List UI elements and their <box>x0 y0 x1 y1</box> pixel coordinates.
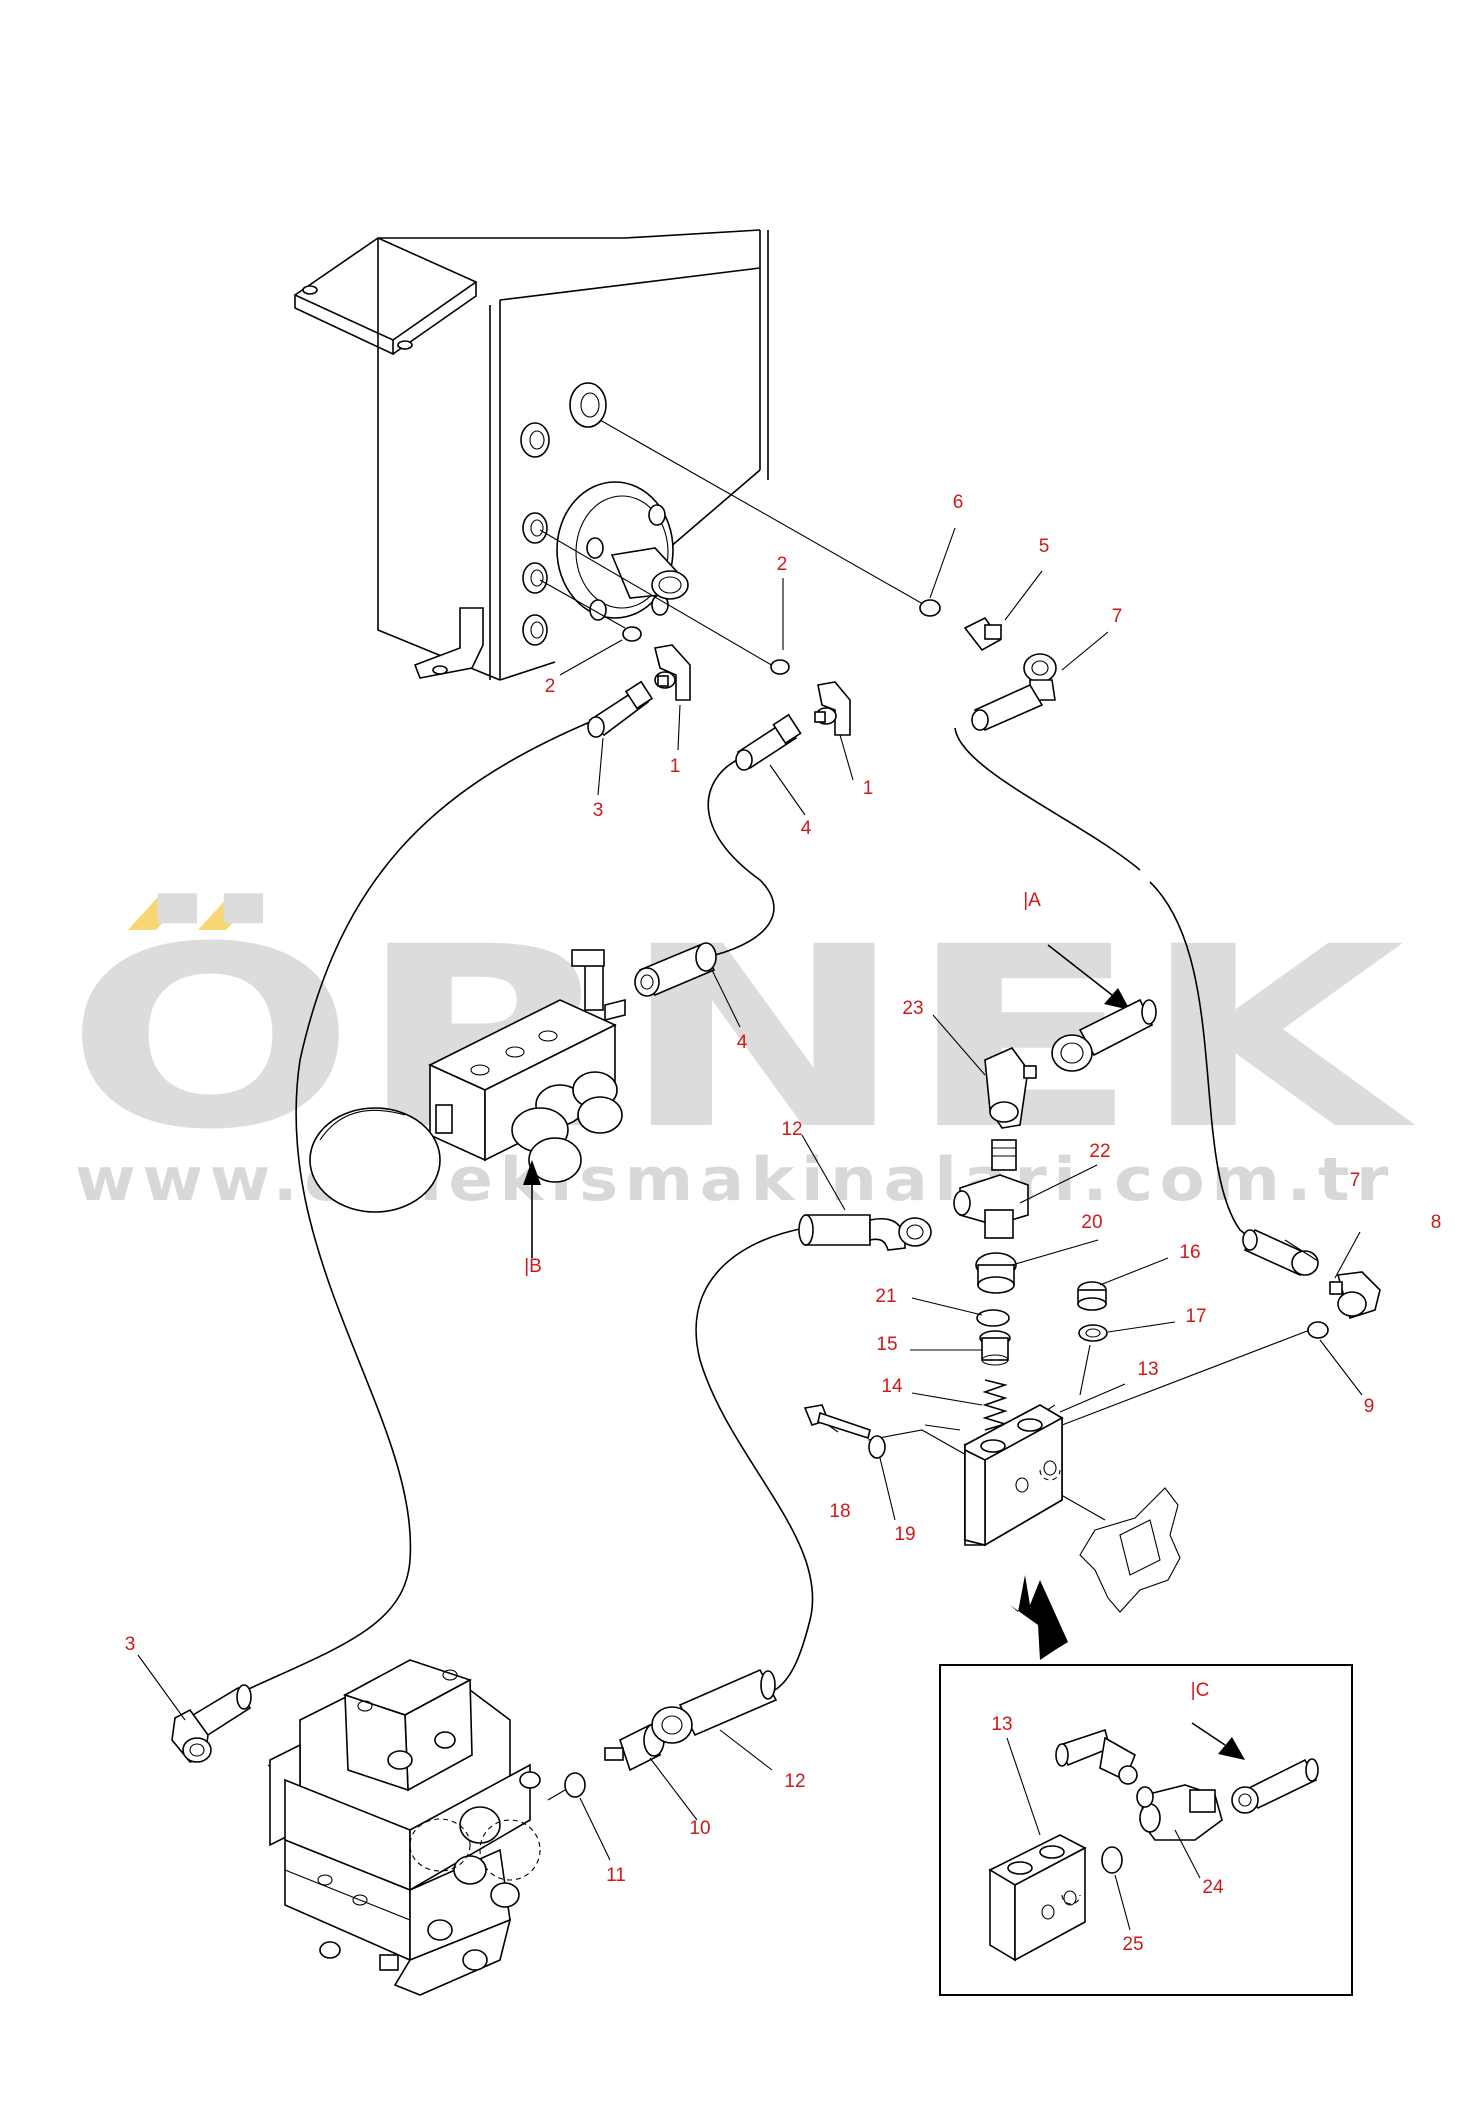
washer-17 <box>1078 1324 1108 1342</box>
o-ring-2-left <box>622 626 642 642</box>
callout-23: 23 <box>902 998 923 1019</box>
elbow-fitting-8 <box>1329 1271 1381 1320</box>
hose-end-7-lower <box>1242 1228 1319 1277</box>
callout-21: 21 <box>875 1286 896 1307</box>
callout-1-center: 1 <box>863 778 874 799</box>
callout-22: 22 <box>1089 1141 1110 1162</box>
tee-fitting-24 <box>1136 1784 1223 1841</box>
watermark-accent-right <box>198 897 256 930</box>
adapter-fitting-20 <box>975 1252 1017 1294</box>
callout-11: 11 <box>606 1865 626 1886</box>
callout-leaders <box>137 527 1363 1931</box>
callout-12-lower: 12 <box>784 1771 805 1792</box>
hose-end-4-lower <box>634 942 717 997</box>
callout-3-lower: 3 <box>125 1634 136 1655</box>
detail-view-c <box>939 1664 1353 1996</box>
o-ring-6 <box>919 599 941 617</box>
callout-3-upper: 3 <box>593 800 604 821</box>
hose-end-12-lower <box>651 1668 778 1744</box>
view-label-b: |B <box>524 1256 542 1277</box>
callout-5: 5 <box>1039 536 1050 557</box>
callout-16: 16 <box>1179 1242 1200 1263</box>
callout-4-lower: 4 <box>737 1032 748 1053</box>
hose-end-3-upper <box>587 680 654 738</box>
valve-assembly-b <box>309 942 717 1258</box>
watermark-url: www.ornekismakinalari.com.tr <box>75 1145 1395 1215</box>
watermark: ÖRNEK www.ornekismakinalari.com.tr <box>65 893 1416 1215</box>
hose-end-4-upper <box>735 713 802 771</box>
callout-labels: 6 5 7 2 2 1 3 1 4 4 |A 23 22 12 20 |B 16… <box>125 492 1442 1955</box>
o-ring-9 <box>1307 1321 1329 1339</box>
callout-25: 25 <box>1122 1934 1143 1955</box>
callout-1-left: 1 <box>670 756 681 777</box>
tank-flange <box>556 481 689 621</box>
seat-fitting-15 <box>979 1330 1011 1366</box>
o-ring-11 <box>564 1772 586 1798</box>
watermark-accent-left <box>128 897 186 930</box>
callout-9: 9 <box>1364 1396 1375 1417</box>
callout-20: 20 <box>1081 1212 1102 1233</box>
detail-c-frame <box>939 1664 1353 1996</box>
hose-end-3-lower <box>171 1684 252 1763</box>
o-ring-25 <box>1101 1846 1123 1874</box>
tank-ports <box>520 382 607 646</box>
washer-19 <box>868 1435 886 1459</box>
callout-7-upper: 7 <box>1112 606 1123 627</box>
hydraulic-pump <box>171 1659 541 1996</box>
fittings-upper <box>587 599 1057 771</box>
callout-13-detail: 13 <box>991 1714 1012 1735</box>
view-a-fittings <box>953 944 1157 1431</box>
callout-17: 17 <box>1185 1306 1206 1327</box>
callout-6: 6 <box>953 492 964 513</box>
elbow-fitting-1-center <box>814 681 851 736</box>
callout-7-lower: 7 <box>1350 1170 1361 1191</box>
hose-end-12-upper <box>798 1214 932 1251</box>
watermark-brand: ÖRNEK <box>65 893 1416 1184</box>
view-label-a: |A <box>1023 890 1041 911</box>
elbow-fitting-1-left <box>654 644 691 701</box>
callout-14: 14 <box>881 1376 903 1397</box>
spring-14 <box>982 1379 1008 1431</box>
elbow-fitting-23 <box>984 1047 1037 1129</box>
plug-16 <box>1077 1281 1107 1311</box>
bolt-18 <box>803 1404 871 1440</box>
callout-10: 10 <box>689 1818 710 1839</box>
elbow-fitting-7-upper <box>971 653 1057 732</box>
o-ring-21 <box>976 1309 1010 1327</box>
callout-13-main: 13 <box>1137 1359 1158 1380</box>
callout-2-center: 2 <box>777 554 788 575</box>
tee-fitting-22 <box>953 1174 1029 1239</box>
callout-19: 19 <box>894 1524 915 1545</box>
callout-24: 24 <box>1202 1877 1224 1898</box>
callout-8: 8 <box>1431 1212 1442 1233</box>
o-ring-2-center <box>770 659 790 675</box>
callout-18: 18 <box>829 1501 850 1522</box>
callout-2-left: 2 <box>545 676 556 697</box>
callout-12-upper: 12 <box>781 1119 802 1140</box>
callout-4-upper: 4 <box>801 818 812 839</box>
callout-15: 15 <box>876 1334 897 1355</box>
adapter-fitting-5 <box>963 616 1002 652</box>
view-label-c: |C <box>1191 1680 1210 1701</box>
hydraulic-tank <box>293 229 769 681</box>
valve-block-13 <box>564 1214 1381 1798</box>
